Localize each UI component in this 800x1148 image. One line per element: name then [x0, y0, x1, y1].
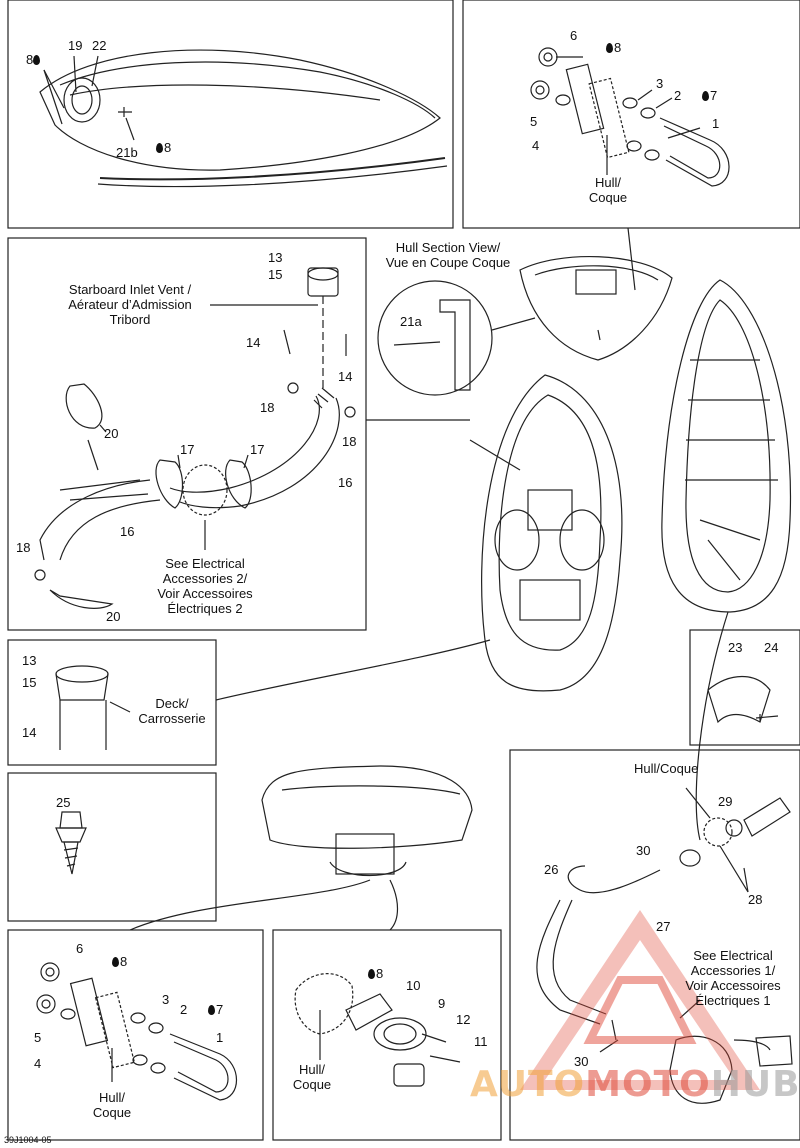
panel-pump: [509, 749, 800, 1141]
diagram-code: 39J1004-05: [4, 1135, 52, 1145]
callout-23: 23: [728, 640, 743, 655]
callout-14-inlet: 14: [246, 335, 261, 350]
hull-label-top: Hull/Coque: [588, 175, 628, 205]
callout-7-top: 7: [702, 88, 717, 103]
drop-icon: [606, 43, 613, 53]
callout-19: 19: [68, 38, 83, 53]
callout-2-bottom: 2: [180, 1002, 188, 1017]
drop-icon: [702, 91, 709, 101]
hull-label-drain: Hull/Coque: [292, 1062, 332, 1092]
callout-1-top: 1: [712, 116, 720, 131]
callout-13-deck: 13: [22, 653, 37, 668]
drop-icon: [33, 55, 41, 65]
callout-3-bottom: 3: [162, 992, 170, 1007]
callout-1-bottom: 1: [216, 1030, 224, 1045]
callout-10: 10: [406, 978, 421, 993]
callout-24: 24: [764, 640, 779, 655]
panel-inlet-vent: [7, 237, 367, 631]
callout-18-b: 18: [342, 434, 357, 449]
panel-ubolt-bottom: [7, 929, 264, 1141]
callout-27: 27: [656, 919, 671, 934]
callout-9: 9: [438, 996, 446, 1011]
callout-8-bow: 8: [26, 52, 41, 67]
panel-bracket: [689, 629, 800, 746]
callout-5-bottom: 5: [34, 1030, 42, 1045]
automotohub-watermark: AUTOMOTOHUB: [470, 1064, 800, 1105]
callout-15-inlet: 15: [268, 267, 283, 282]
callout-17-a: 17: [180, 442, 195, 457]
callout-13-inlet: 13: [268, 250, 283, 265]
callout-16-a: 16: [338, 475, 353, 490]
watermark-triangle: [520, 910, 760, 1090]
deck-label: Deck/Carrosserie: [138, 696, 206, 726]
callout-18-a: 18: [260, 400, 275, 415]
callout-7-bottom: 7: [208, 1002, 223, 1017]
callout-25: 25: [56, 795, 71, 810]
hull-section-view-label: Hull Section View/Vue en Coupe Coque: [385, 240, 511, 270]
callout-22: 22: [92, 38, 107, 53]
drop-icon: [208, 1005, 215, 1015]
panel-deck: [7, 639, 217, 766]
callout-21b: 21b: [116, 145, 138, 160]
hull-label-pump: Hull/Coque: [634, 761, 699, 776]
callout-29: 29: [718, 794, 733, 809]
callout-16-b: 16: [120, 524, 135, 539]
panel-ubolt-top: [462, 0, 800, 229]
callout-8-bottom: 8: [112, 954, 127, 969]
callout-6-top: 6: [570, 28, 578, 43]
drop-icon: [112, 957, 119, 967]
callout-21a: 21a: [400, 314, 422, 329]
callout-30-a: 30: [636, 843, 651, 858]
callout-20-b: 20: [106, 609, 121, 624]
callout-6-bottom: 6: [76, 941, 84, 956]
callout-3-top: 3: [656, 76, 664, 91]
drop-icon: [156, 143, 163, 153]
callout-30-b: 30: [574, 1054, 589, 1069]
callout-12: 12: [456, 1012, 471, 1027]
callout-8-top: 8: [606, 40, 621, 55]
callout-8-bow-screw: 8: [156, 140, 171, 155]
callout-18-c: 18: [16, 540, 31, 555]
panel-drain: [272, 929, 502, 1141]
hull-label-bottom-left: Hull/Coque: [92, 1090, 132, 1120]
callout-4-top: 4: [532, 138, 540, 153]
starboard-inlet-label: Starboard Inlet Vent /Aérateur d’Admissi…: [68, 282, 192, 327]
callout-26: 26: [544, 862, 559, 877]
callout-4-bottom: 4: [34, 1056, 42, 1071]
callout-8-drain: 8: [368, 966, 383, 981]
callout-5-top: 5: [530, 114, 538, 129]
callout-17-b: 17: [250, 442, 265, 457]
callout-20-a: 20: [104, 426, 119, 441]
callout-2-top: 2: [674, 88, 682, 103]
callout-28: 28: [748, 892, 763, 907]
callout-11: 11: [474, 1034, 488, 1049]
callout-15-deck: 15: [22, 675, 37, 690]
callout-14-deck: 14: [22, 725, 37, 740]
drop-icon: [368, 969, 375, 979]
panel-screw: [7, 772, 217, 922]
panel-bow: [7, 0, 454, 229]
callout-14-inlet-b: 14: [338, 369, 353, 384]
